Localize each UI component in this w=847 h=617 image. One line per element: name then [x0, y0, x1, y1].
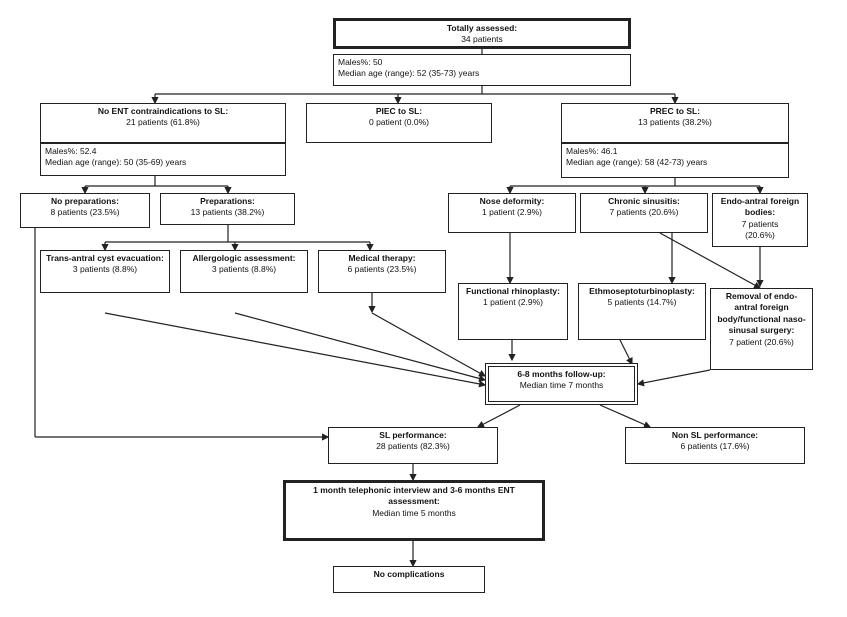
removal-foreign-body-box: Removal of endo-antral foreign body/func… — [710, 288, 813, 370]
prec-count: 13 patients (38.2%) — [638, 117, 712, 128]
overall-males: Males%: 50 — [338, 57, 383, 67]
sl-performance-title: SL performance: — [379, 430, 447, 440]
prec-demographics-box: Males%: 46.1 Median age (range): 58 (42-… — [561, 143, 789, 178]
allergologic-title: Allergologic assessment: — [192, 253, 296, 263]
non-sl-performance-box: Non SL performance: 6 patients (17.6%) — [625, 427, 805, 464]
nose-deformity-title: Nose deformity: — [479, 196, 545, 206]
sl-performance-box: SL performance: 28 patients (82.3%) — [328, 427, 498, 464]
chronic-sinusitis-count: 7 patients (20.6%) — [609, 207, 679, 218]
no-ent-title: No ENT contraindications to SL: — [97, 106, 229, 116]
trans-antral-count: 3 patients (8.8%) — [72, 264, 138, 275]
preparations-title: Preparations: — [200, 196, 255, 206]
no-preparations-title: No preparations: — [50, 196, 119, 206]
total-assessed-box: Totally assessed: 34 patients — [333, 18, 631, 49]
prec-box: PREC to SL: 13 patients (38.2%) — [561, 103, 789, 143]
trans-antral-box: Trans-antral cyst evacuation: 3 patients… — [40, 250, 170, 293]
foreign-bodies-title: Endo-antral foreign bodies: — [720, 196, 800, 218]
prec-median-age: Median age (range): 58 (42-73) years — [566, 157, 708, 168]
foreign-bodies-count: 7 patients — [741, 218, 779, 229]
no-preparations-box: No preparations: 8 patients (23.5%) — [20, 193, 150, 228]
ethmoseptoturbinoplasty-box: Ethmoseptoturbinoplasty: 5 patients (14.… — [578, 283, 706, 340]
chronic-sinusitis-box: Chronic sinusitis: 7 patients (20.6%) — [580, 193, 708, 233]
no-complications-title: No complications — [373, 569, 445, 579]
piec-box: PIEC to SL: 0 patient (0.0%) — [306, 103, 492, 143]
sl-performance-count: 28 patients (82.3%) — [376, 441, 450, 452]
no-ent-count: 21 patients (61.8%) — [126, 117, 200, 128]
telephonic-interview-title: 1 month telephonic interview and 3-6 mon… — [313, 485, 515, 507]
telephonic-interview-box: 1 month telephonic interview and 3-6 mon… — [283, 480, 545, 541]
nose-deformity-box: Nose deformity: 1 patient (2.9%) — [448, 193, 576, 233]
follow-up-median-time: Median time 7 months — [519, 380, 604, 391]
trans-antral-title: Trans-antral cyst evacuation: — [46, 253, 164, 263]
follow-up-title: 6-8 months follow-up: — [517, 369, 606, 379]
prec-title: PREC to SL: — [649, 106, 701, 116]
no-preparations-count: 8 patients (23.5%) — [50, 207, 120, 218]
removal-foreign-body-count: 7 patient (20.6%) — [729, 336, 794, 347]
total-assessed-count: 34 patients — [461, 34, 503, 45]
functional-rhinoplasty-box: Functional rhinoplasty: 1 patient (2.9%) — [458, 283, 568, 340]
medical-therapy-title: Medical therapy: — [348, 253, 416, 263]
functional-rhinoplasty-count: 1 patient (2.9%) — [482, 297, 543, 308]
telephonic-interview-median-time: Median time 5 months — [372, 507, 456, 518]
foreign-bodies-box: Endo-antral foreign bodies: 7 patients (… — [712, 193, 808, 247]
chronic-sinusitis-title: Chronic sinusitis: — [608, 196, 680, 206]
allergologic-box: Allergologic assessment: 3 patients (8.8… — [180, 250, 308, 293]
medical-therapy-box: Medical therapy: 6 patients (23.5%) — [318, 250, 446, 293]
piec-title: PIEC to SL: — [375, 106, 423, 116]
overall-median-age: Median age (range): 52 (35-73) years — [338, 68, 480, 79]
functional-rhinoplasty-title: Functional rhinoplasty: — [466, 286, 560, 296]
removal-foreign-body-title: Removal of endo-antral foreign body/func… — [717, 291, 806, 336]
foreign-bodies-percent: (20.6%) — [745, 230, 775, 241]
nose-deformity-count: 1 patient (2.9%) — [481, 207, 542, 218]
allergologic-count: 3 patients (8.8%) — [211, 264, 277, 275]
overall-demographics-box: Males%: 50 Median age (range): 52 (35-73… — [333, 54, 631, 86]
piec-count: 0 patient (0.0%) — [368, 117, 429, 128]
medical-therapy-count: 6 patients (23.5%) — [347, 264, 417, 275]
no-ent-demographics-box: Males%: 52.4 Median age (range): 50 (35-… — [40, 143, 286, 176]
no-ent-males: Males%: 52.4 — [45, 146, 97, 156]
prec-males: Males%: 46.1 — [566, 146, 618, 156]
no-complications-box: No complications — [333, 566, 485, 593]
ethmoseptoturbinoplasty-count: 5 patients (14.7%) — [607, 297, 677, 308]
no-ent-median-age: Median age (range): 50 (35-69) years — [45, 157, 187, 168]
total-assessed-title: Totally assessed: — [446, 23, 518, 33]
preparations-box: Preparations: 13 patients (38.2%) — [160, 193, 295, 225]
follow-up-box: 6-8 months follow-up: Median time 7 mont… — [485, 363, 638, 405]
non-sl-performance-title: Non SL performance: — [671, 430, 759, 440]
preparations-count: 13 patients (38.2%) — [190, 207, 265, 218]
no-ent-contraindications-box: No ENT contraindications to SL: 21 patie… — [40, 103, 286, 143]
non-sl-performance-count: 6 patients (17.6%) — [680, 441, 750, 452]
ethmoseptoturbinoplasty-title: Ethmoseptoturbinoplasty: — [589, 286, 695, 296]
